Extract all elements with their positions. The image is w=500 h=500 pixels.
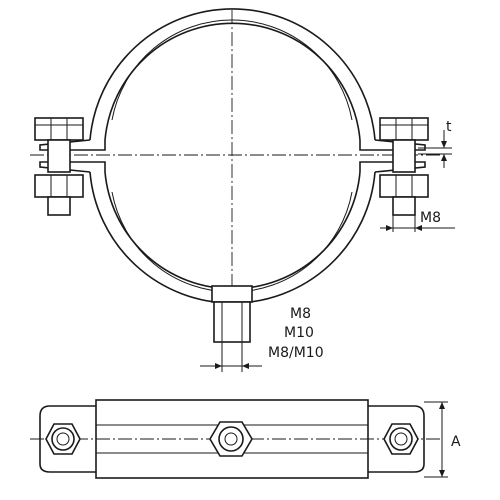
right-flange-plan bbox=[368, 405, 425, 473]
threaded-boss bbox=[211, 285, 253, 343]
label-thread-1: M8 bbox=[290, 306, 311, 322]
left-bolt bbox=[34, 117, 84, 216]
label-thickness: t bbox=[446, 119, 452, 135]
label-thread-2: M10 bbox=[284, 325, 314, 341]
dimension-bolt-size bbox=[380, 215, 455, 232]
upper-band-outer bbox=[89, 8, 376, 141]
top-view: A bbox=[30, 399, 461, 479]
dimension-thread bbox=[200, 342, 262, 372]
dimension-t bbox=[418, 130, 452, 168]
label-bolt-size: M8 bbox=[420, 210, 441, 226]
lower-band-outer bbox=[89, 171, 376, 304]
front-view: t M8 M8 M10 M8/M10 bbox=[30, 8, 455, 372]
upper-band-groove bbox=[111, 19, 353, 121]
dimension-a bbox=[424, 401, 448, 478]
right-nut-plan bbox=[383, 423, 419, 455]
label-base-width: A bbox=[451, 434, 461, 450]
center-nut-plan bbox=[209, 421, 253, 457]
right-bolt bbox=[379, 117, 429, 216]
left-flange-plan bbox=[39, 405, 96, 473]
label-thread-3: M8/M10 bbox=[268, 345, 324, 361]
left-nut-plan bbox=[45, 423, 81, 455]
upper-band-inner bbox=[104, 22, 361, 141]
